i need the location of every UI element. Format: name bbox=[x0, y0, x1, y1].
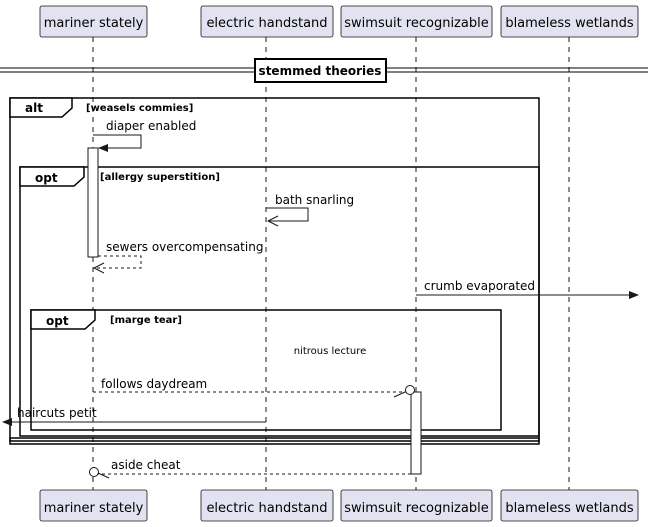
participant-label: swimsuit recognizable bbox=[344, 16, 488, 31]
opt2-keyword: opt bbox=[46, 314, 69, 328]
participant-label: blameless wetlands bbox=[505, 16, 634, 31]
message-label: follows daydream bbox=[101, 377, 207, 391]
participant-label: electric handstand bbox=[206, 16, 327, 31]
participant-swimsuit-recognizable-top[interactable]: swimsuit recognizable bbox=[340, 5, 493, 38]
opt1-keyword: opt bbox=[35, 171, 58, 185]
activation-swimsuit bbox=[410, 391, 422, 475]
message-label: bath snarling bbox=[275, 193, 354, 207]
participant-label: mariner stately bbox=[44, 16, 144, 31]
message-label: haircuts petit bbox=[17, 406, 97, 420]
participant-label: swimsuit recognizable bbox=[344, 501, 488, 516]
alt-keyword: alt bbox=[25, 101, 43, 115]
divider-label: stemmed theories bbox=[259, 64, 382, 78]
message-label: aside cheat bbox=[111, 458, 181, 472]
participant-label: blameless wetlands bbox=[505, 501, 634, 516]
opt-group-marge: opt [marge tear] bbox=[30, 309, 502, 431]
message-label: crumb evaporated bbox=[424, 279, 535, 293]
message-label: diaper enabled bbox=[106, 119, 196, 133]
message-aside-cheat: aside cheat bbox=[89, 458, 411, 479]
message-follows-daydream: follows daydream bbox=[93, 377, 415, 398]
participant-blameless-wetlands-bottom[interactable]: blameless wetlands bbox=[500, 489, 639, 522]
message-sewers-overcompensating: sewers overcompensating bbox=[92, 240, 263, 274]
divider-stemmed-theories: stemmed theories bbox=[0, 58, 648, 83]
participant-mariner-stately-top[interactable]: mariner stately bbox=[39, 5, 148, 38]
opt-group-allergy: opt [allergy superstition] bbox=[19, 166, 540, 437]
alt-condition: [weasels commies] bbox=[86, 103, 193, 114]
note-text: nitrous lecture bbox=[294, 346, 367, 357]
message-crumb-evaporated: crumb evaporated bbox=[416, 279, 639, 299]
message-label: sewers overcompensating bbox=[106, 240, 263, 254]
participant-mariner-stately-bottom[interactable]: mariner stately bbox=[39, 489, 148, 522]
opt2-condition: [marge tear] bbox=[110, 315, 182, 326]
participant-label: mariner stately bbox=[44, 501, 144, 516]
activation-mariner bbox=[87, 147, 99, 258]
message-bath-snarling: bath snarling bbox=[266, 193, 354, 227]
participant-electric-handstand-top[interactable]: electric handstand bbox=[200, 5, 334, 38]
participant-blameless-wetlands-top[interactable]: blameless wetlands bbox=[500, 5, 639, 38]
participant-swimsuit-recognizable-bottom[interactable]: swimsuit recognizable bbox=[340, 489, 493, 522]
message-haircuts-petit: haircuts petit bbox=[2, 406, 266, 426]
participant-electric-handstand-bottom[interactable]: electric handstand bbox=[200, 489, 334, 522]
participant-label: electric handstand bbox=[206, 501, 327, 516]
opt1-condition: [allergy superstition] bbox=[100, 172, 220, 183]
message-diaper-enabled: diaper enabled bbox=[93, 119, 196, 152]
